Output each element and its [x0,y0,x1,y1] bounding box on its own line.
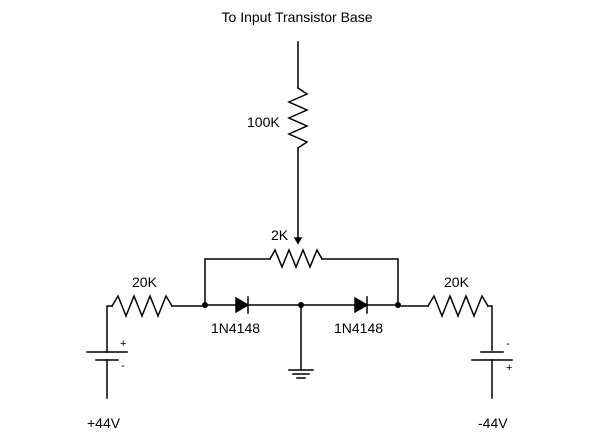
resistor-20k-left-label: 20K [132,274,158,290]
battery-left-plus-sign: + [120,338,126,350]
resistor-20k-right [397,293,493,351]
diode-right [354,296,369,314]
resistor-100k [287,41,309,244]
battery-left-minus-sign: - [121,360,125,372]
diode-left-label: 1N4148 [211,320,260,336]
potentiometer-2k [204,248,399,306]
resistor-20k-right-label: 20K [444,274,470,290]
battery-right-minus-sign: - [506,338,510,350]
pot-2k-label: 2K [271,227,289,243]
resistor-100k-label: 100K [247,114,280,130]
resistor-20k-left [106,293,206,353]
battery-right-plus-sign: + [506,362,512,374]
diode-left [235,296,250,314]
battery-right [471,351,513,399]
diode-right-label: 1N4148 [334,320,383,336]
ground-symbol [288,304,314,379]
battery-left [86,351,128,399]
voltage-right-label: -44V [478,415,508,431]
voltage-left-label: +44V [87,415,121,431]
base-connection-label: To Input Transistor Base [222,9,373,25]
pot-wiper-arrow [293,237,303,245]
junction-dot-right [395,302,401,308]
junction-dot-left [202,302,208,308]
